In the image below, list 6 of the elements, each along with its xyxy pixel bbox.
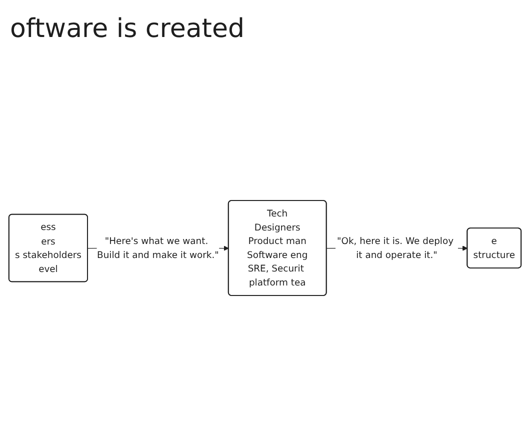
edge-label: "Ok, here it is. We deploy it and operate it." xyxy=(337,235,454,260)
edge-label: "Here's what we want. Build it and make it work." xyxy=(97,235,219,260)
team-box: ess ers s stakeholders evel xyxy=(8,214,88,282)
diagram-title: oftware is created xyxy=(10,14,244,44)
team-box: Tech Designers Product man Software eng SRE, Securit platform tea xyxy=(228,200,327,296)
team-box: e structure xyxy=(466,228,522,268)
